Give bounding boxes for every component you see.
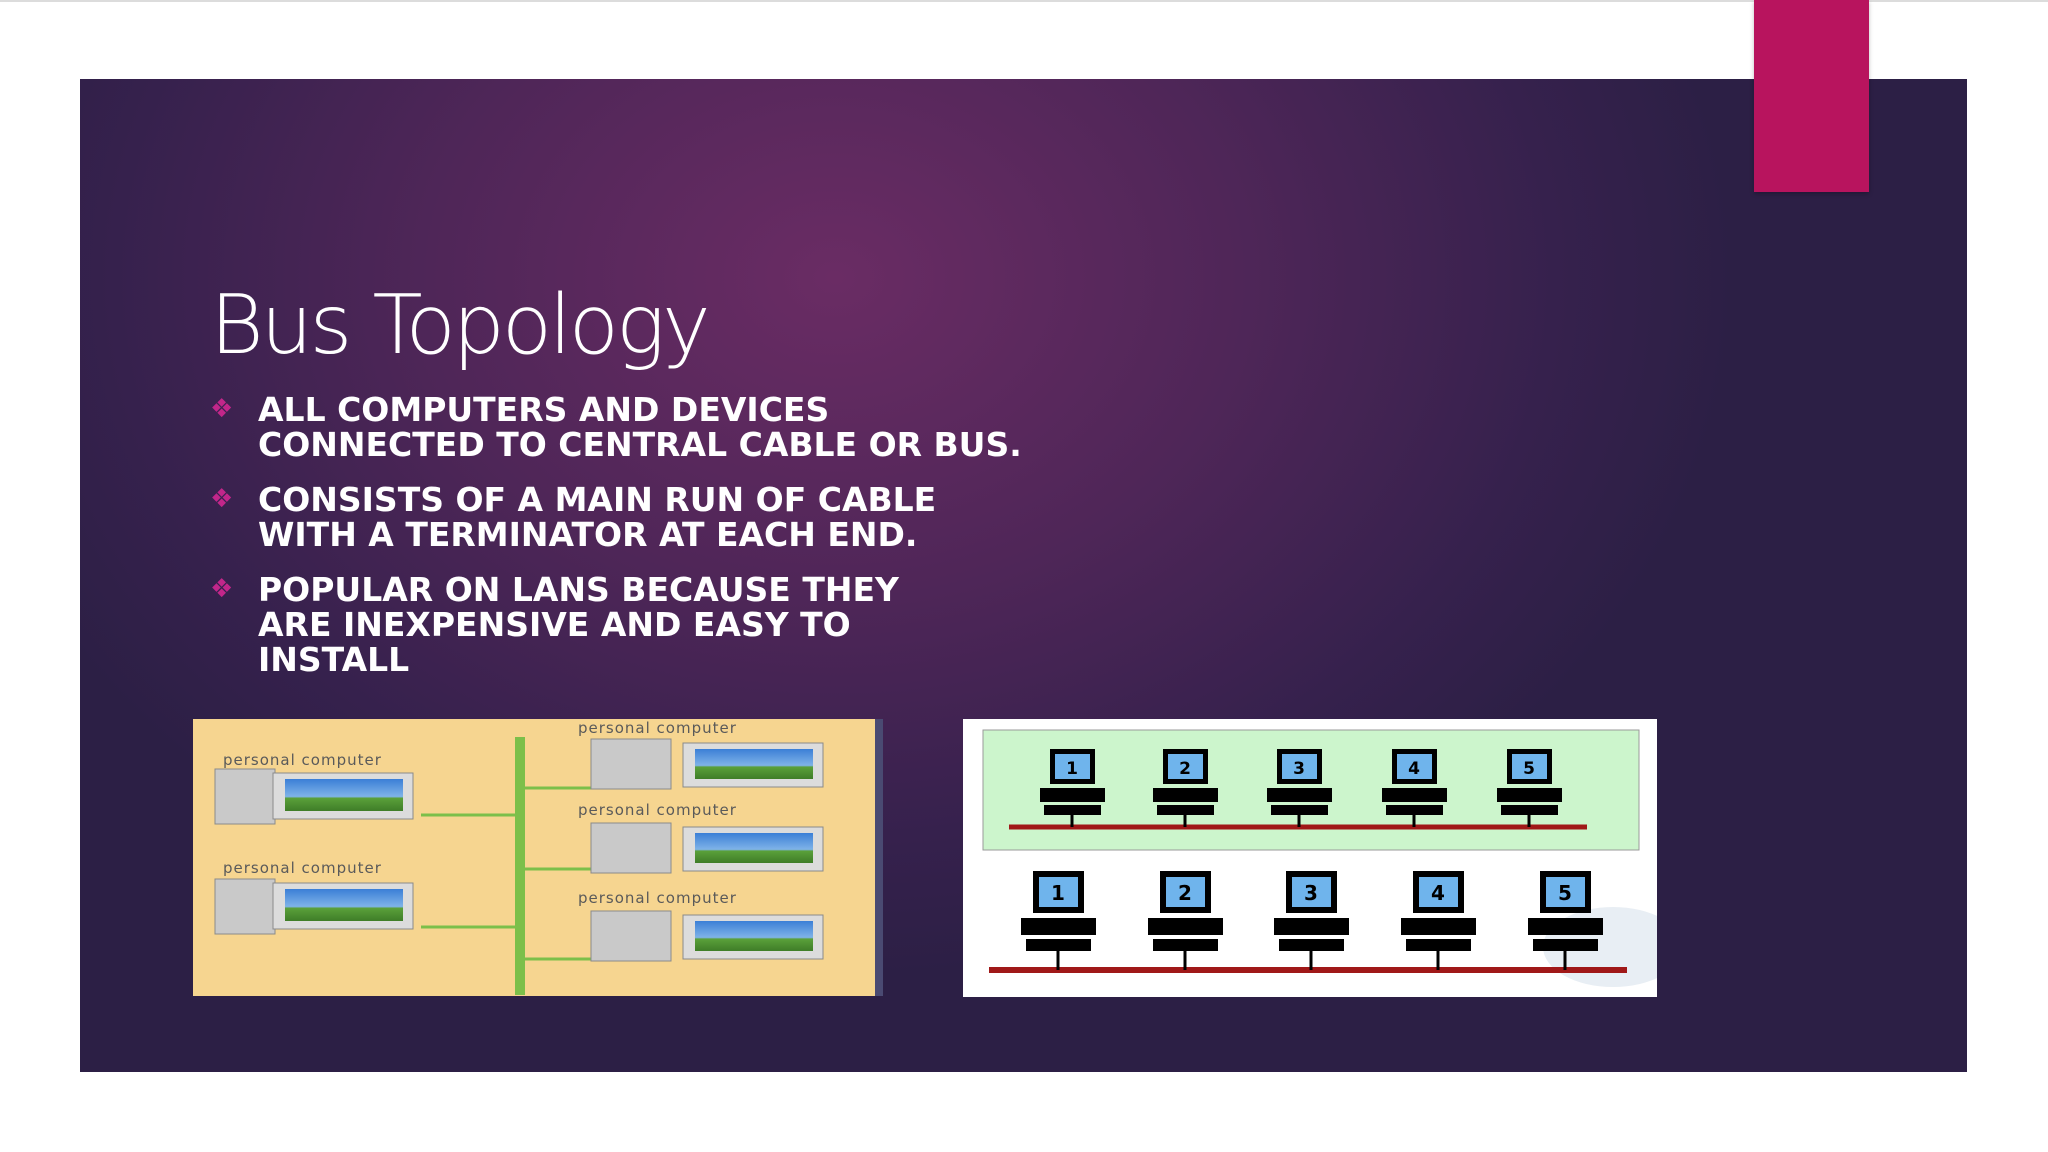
node-number: 3 [1304, 881, 1318, 905]
pc-label: personal computer [578, 801, 737, 819]
pc-label: personal computer [223, 859, 382, 877]
computer-icon: 2 [1153, 749, 1218, 827]
bullet-diamond-icon: ❖ [210, 574, 234, 604]
computer-icon [214, 768, 414, 825]
accent-tab [1754, 0, 1869, 192]
bullet-diamond-icon: ❖ [210, 484, 234, 514]
node-number: 5 [1558, 881, 1572, 905]
computer-icon: 2 [1148, 871, 1223, 970]
bullet-line: POPULAR ON LANS BECAUSE THEY [258, 570, 899, 609]
bullet-line: ARE INEXPENSIVE AND EASY TO [258, 605, 851, 644]
numbered-bus-diagram: 1 2 3 4 5 [963, 719, 1657, 997]
bullet-item: ❖ POPULAR ON LANS BECAUSE THEY ARE INEXP… [210, 572, 1210, 677]
node-number: 1 [1051, 881, 1065, 905]
bullet-line: WITH A TERMINATOR AT EACH END. [258, 515, 918, 554]
computer-icon: 4 [1401, 871, 1476, 970]
node-number: 5 [1523, 759, 1535, 779]
bullet-line: CONSISTS OF A MAIN RUN OF CABLE [258, 480, 937, 519]
bullet-diamond-icon: ❖ [210, 394, 234, 424]
node-number: 2 [1178, 881, 1192, 905]
pc-label: personal computer [578, 719, 737, 737]
node-number: 4 [1408, 759, 1420, 779]
node-number: 1 [1066, 759, 1078, 779]
bullet-item: ❖ CONSISTS OF A MAIN RUN OF CABLE WITH A… [210, 482, 1210, 552]
node-number: 2 [1179, 759, 1191, 779]
node-number: 3 [1293, 759, 1305, 779]
computer-icon: 3 [1267, 749, 1332, 827]
computer-icon: 4 [1382, 749, 1447, 827]
computer-icon [590, 822, 824, 874]
bullet-line: INSTALL [258, 640, 410, 679]
node-number: 4 [1431, 881, 1445, 905]
computer-icon [214, 878, 414, 935]
bus-network-photo: personal computer personal computer pers… [193, 719, 883, 996]
computer-icon: 3 [1274, 871, 1349, 970]
computer-icon: 1 [1021, 871, 1096, 970]
slide-title: Bus Topology [210, 278, 711, 373]
pc-label: personal computer [223, 751, 382, 769]
bullet-item: ❖ ALL COMPUTERS AND DEVICES CONNECTED TO… [210, 392, 1210, 462]
computer-icon: 5 [1497, 749, 1562, 827]
bullet-list: ❖ ALL COMPUTERS AND DEVICES CONNECTED TO… [210, 392, 1210, 697]
bullet-line: ALL COMPUTERS AND DEVICES [258, 390, 830, 429]
top-border [0, 0, 2048, 2]
pc-label: personal computer [578, 889, 737, 907]
computer-icon: 5 [1528, 871, 1603, 970]
computer-icon [590, 738, 824, 790]
computer-icon: 1 [1040, 749, 1105, 827]
bullet-line: CONNECTED TO CENTRAL CABLE OR BUS. [258, 425, 1022, 464]
computer-icon [590, 910, 824, 962]
